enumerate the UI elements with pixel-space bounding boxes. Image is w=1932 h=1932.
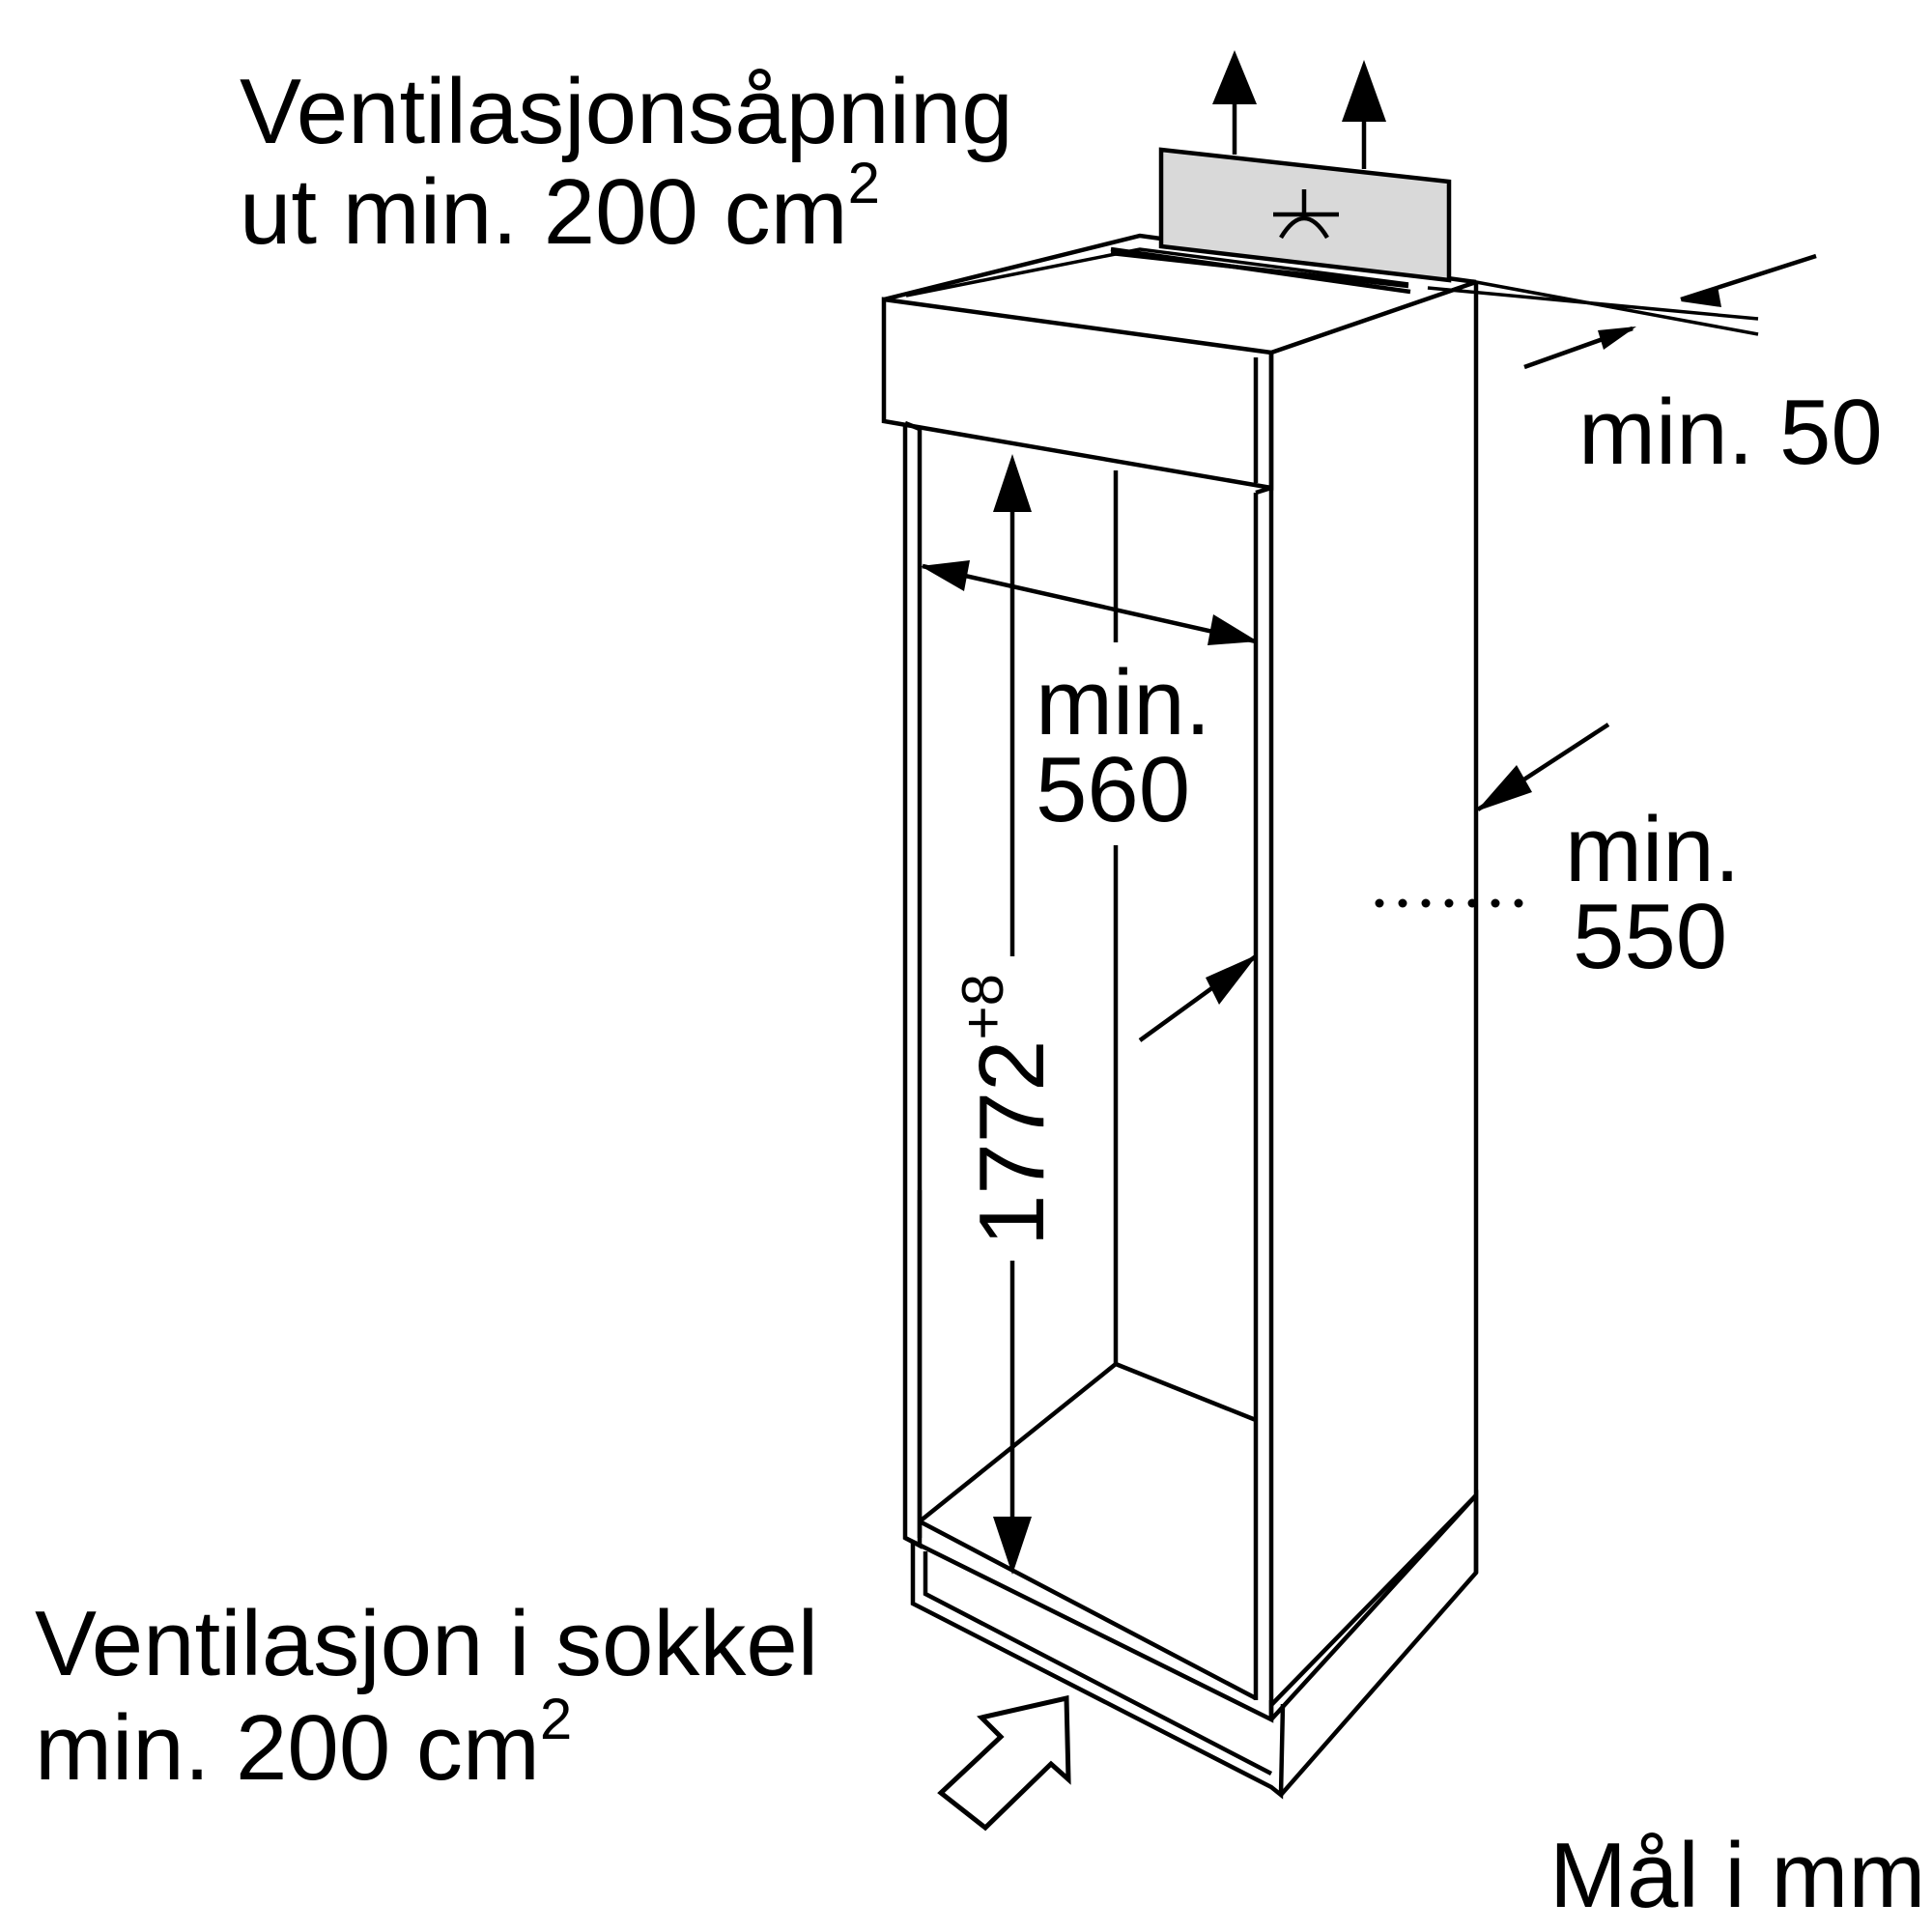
plinth-front-inner xyxy=(923,1551,1273,1776)
vent-outlet-line2: ut min. 200 cm2 xyxy=(240,151,880,264)
depth-inner-arrow xyxy=(1138,954,1258,1042)
cabinet-drawing xyxy=(881,50,1817,1832)
width-label-line2: 560 xyxy=(1036,738,1190,841)
plinth-vent-label: Ventilasjon i sokkel min. 200 cm2 xyxy=(35,1592,818,1800)
cabinet-right-top-lip xyxy=(1255,485,1272,496)
vent-outlet-superscript: 2 xyxy=(848,151,880,215)
width-label: min. 560 xyxy=(1036,651,1210,841)
width-dimension xyxy=(921,560,1258,645)
plinth-front-outer xyxy=(910,1542,1286,1800)
plinth-line1: Ventilasjon i sokkel xyxy=(35,1592,818,1695)
vent-outlet-line1: Ventilasjonsåpning xyxy=(240,60,1013,163)
units-label: Mål i mm xyxy=(1549,1824,1925,1927)
depth-label-line1: min. xyxy=(1565,798,1740,901)
niche-floor-back xyxy=(1115,1361,1257,1423)
hollow-arrow-icon xyxy=(937,1694,1071,1832)
min-50-label: min. 50 xyxy=(1578,381,1883,484)
min-50-dimension xyxy=(1427,253,1817,370)
height-dimension xyxy=(993,454,1032,1575)
height-label: 1772+8 xyxy=(951,974,1064,1246)
niche-floor-left xyxy=(918,1362,1118,1523)
plinth-text: min. 200 cm xyxy=(35,1696,540,1800)
depth-label: min. 550 xyxy=(1565,798,1740,988)
plinth-superscript: 2 xyxy=(540,1687,572,1751)
width-label-line1: min. xyxy=(1036,651,1210,754)
vent-outlet-text: ut min. 200 cm xyxy=(240,160,848,264)
cabinet-top-box xyxy=(881,297,1274,491)
height-label-tolerance: +8 xyxy=(951,974,1015,1039)
plinth-right-top xyxy=(1269,1493,1478,1707)
height-label-value: 1772 xyxy=(960,1039,1064,1246)
plinth-right xyxy=(1269,1490,1479,1797)
arrow-up-icon xyxy=(1212,50,1386,169)
fan-heat-icon xyxy=(1273,189,1339,240)
niche-floor-front xyxy=(918,1520,1258,1700)
depth-outer-arrow xyxy=(1476,723,1610,811)
vent-outlet-label: Ventilasjonsåpning ut min. 200 cm2 xyxy=(240,60,1013,264)
top-ledge-front xyxy=(1110,250,1409,289)
cabinet-top-inner xyxy=(905,247,1409,298)
depth-dots xyxy=(1375,898,1523,908)
plinth-line2: min. 200 cm2 xyxy=(35,1687,572,1800)
depth-label-line2: 550 xyxy=(1573,885,1727,988)
